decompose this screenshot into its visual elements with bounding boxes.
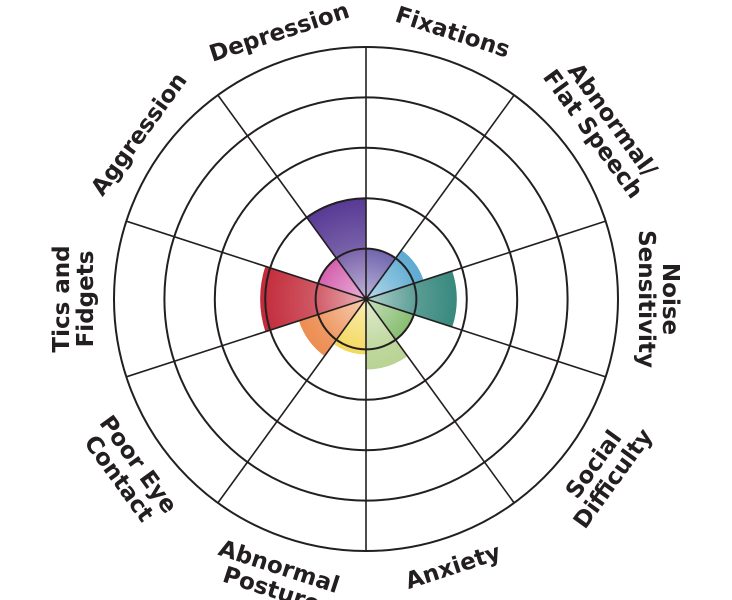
grid-group bbox=[113, 46, 619, 552]
label-noise-sensitivity-line-2: Sensitivity bbox=[633, 230, 659, 368]
label-aggression-line-1: Aggression bbox=[86, 68, 192, 201]
label-depression-line-1: Depression bbox=[206, 0, 352, 68]
grid-spoke-3 bbox=[365, 220, 606, 300]
grid-spoke-8 bbox=[126, 298, 367, 378]
label-anxiety: Anxiety bbox=[402, 540, 504, 595]
label-depression: Depression bbox=[206, 0, 352, 68]
label-aggression: Aggression bbox=[86, 68, 192, 201]
grid-spoke-9 bbox=[126, 220, 367, 300]
label-abnormal-flat-speech: Abnormal/Flat Speech bbox=[537, 59, 662, 204]
grid-spoke-4 bbox=[365, 298, 606, 378]
label-fixations: Fixations bbox=[392, 2, 513, 63]
label-anxiety-line-1: Anxiety bbox=[402, 540, 504, 595]
label-tics-and-fidgets-line-1: Tics and bbox=[49, 245, 75, 352]
label-tics-and-fidgets-line-2: Fidgets bbox=[73, 251, 99, 348]
grid-spoke-2 bbox=[365, 94, 515, 300]
label-noise-sensitivity-line-1: Noise bbox=[657, 263, 683, 335]
label-fixations-line-1: Fixations bbox=[392, 2, 513, 63]
grid-spoke-10 bbox=[217, 94, 367, 300]
grid-spoke-7 bbox=[217, 298, 367, 504]
grid-spoke-5 bbox=[365, 298, 515, 504]
